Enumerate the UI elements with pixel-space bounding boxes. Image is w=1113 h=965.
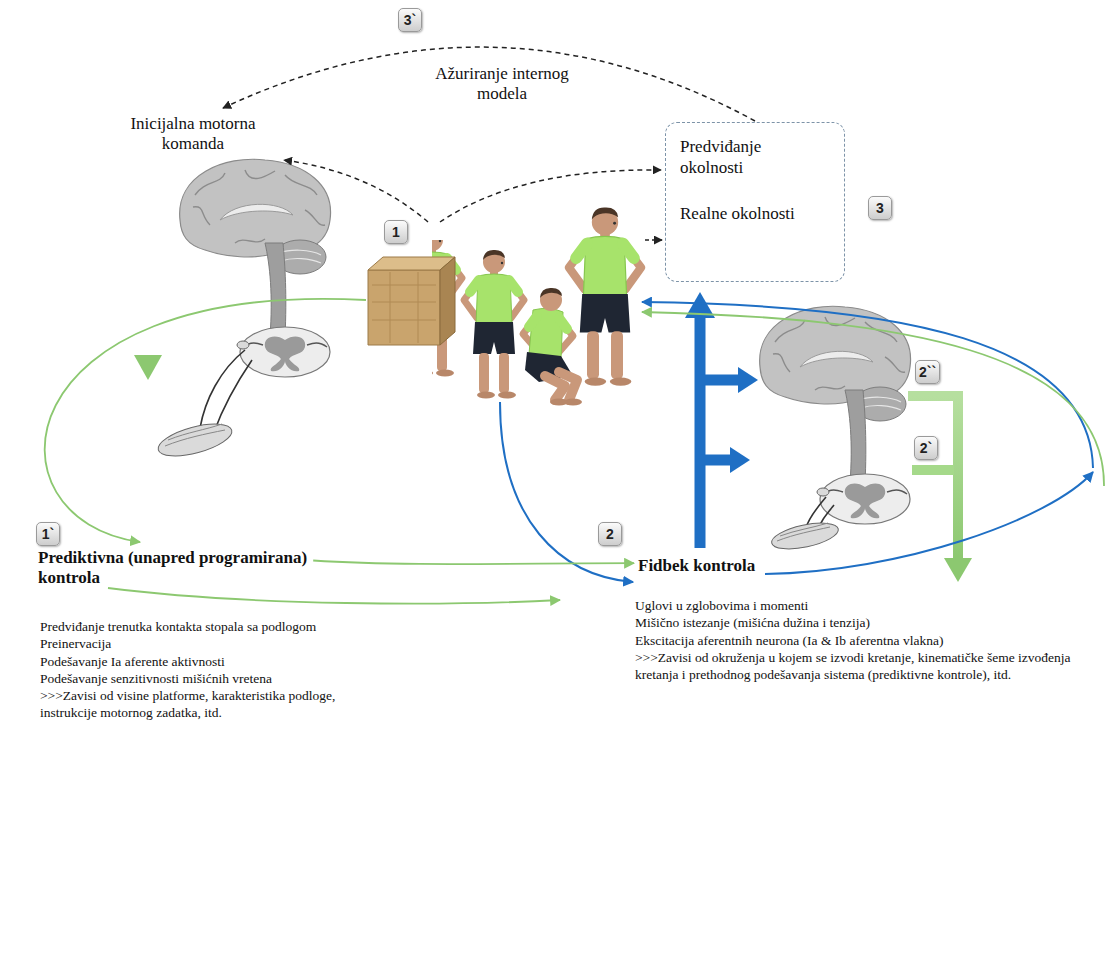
- node-text: Inicijalna motorna komanda: [112, 114, 274, 155]
- flow-curves: [765, 472, 1093, 574]
- thick-arrows: [134, 355, 162, 380]
- node-text: Predviđanje okolnosti: [680, 137, 805, 178]
- squat-figure: [540, 288, 562, 298]
- nerve-muscle: [200, 350, 245, 428]
- brain-figure: [760, 306, 911, 524]
- thick-arrows: [944, 558, 972, 582]
- note-list: Uglovi u zglobovima i momentiMišično ist…: [635, 597, 1097, 683]
- callout-number: 3`: [398, 8, 422, 32]
- flow-curves: [642, 302, 1093, 468]
- flow-curves: [45, 160, 1104, 604]
- note-text: >>>Zavisi od okruženja u kojem se izvodi…: [635, 649, 1097, 684]
- thick-arrows: [134, 250, 972, 582]
- platform-box: [440, 257, 455, 345]
- flow-connector: [223, 47, 755, 121]
- note-text: >>>Zavisi od visine platforme, karakteri…: [40, 687, 340, 722]
- brain-figure: [180, 159, 331, 377]
- callout-number: 2: [598, 522, 622, 546]
- note-text: Mišično istezanje (mišićna dužina i tenz…: [635, 614, 1097, 631]
- nerve-muscle: [155, 350, 252, 462]
- callout-number: 1: [384, 220, 408, 244]
- squat-figure: [559, 318, 567, 329]
- flow-curves: [108, 588, 560, 604]
- thick-arrows: [730, 447, 750, 473]
- command-text: Inicijalna motorna komanda: [108, 112, 278, 157]
- control-heading: Fidbek kontrola: [638, 556, 755, 576]
- flow-curves: [45, 299, 366, 542]
- thick-arrows: [142, 250, 155, 356]
- nerve-muscle: [165, 424, 225, 446]
- flow-connector: [313, 561, 634, 565]
- person-figure: [464, 250, 524, 399]
- squat-figure: [545, 376, 565, 400]
- squat-figure: [523, 288, 582, 406]
- thick-arrows: [700, 455, 732, 466]
- nerve-muscle: [155, 418, 235, 463]
- flow-curves: [645, 239, 662, 241]
- flow-curves: [642, 312, 1104, 486]
- platform-box: [368, 270, 440, 345]
- edge-label: Ažuriranje internog modela: [425, 64, 579, 105]
- callout-number: 2``: [915, 360, 940, 384]
- squat-figure: [550, 399, 568, 406]
- flow-curves: [440, 170, 661, 222]
- node-text: Fidbek kontrola: [638, 556, 755, 576]
- nerve-muscle: [769, 518, 840, 554]
- nerve-muscle: [769, 497, 840, 554]
- thick-arrows: [695, 316, 706, 548]
- prediction-box: Predviđanje okolnostiRealne okolnosti: [665, 122, 845, 282]
- nerve-muscle: [777, 523, 830, 541]
- jumper-figures: [368, 208, 641, 406]
- callout-number: 1`: [36, 522, 60, 546]
- nerve-muscle: [214, 360, 252, 432]
- note-text: Predviđanje trenutka kontakta stopala sa…: [40, 618, 340, 635]
- platform-box: [372, 272, 436, 343]
- callout-number: 3: [868, 196, 892, 220]
- node-text: Realne okolnosti: [680, 204, 805, 225]
- note-text: Podešavanje senzitivnosti mišićnih vrete…: [40, 670, 340, 687]
- note-text: Preinervacija: [40, 635, 340, 652]
- thick-arrows: [908, 396, 958, 560]
- squat-figure: [529, 316, 537, 327]
- flow-curves: [284, 160, 428, 222]
- flow-curves: [500, 402, 633, 582]
- note-text: Podešavanje Ia aferente aktivnosti: [40, 653, 340, 670]
- note-text: Ekscitacija aferentnih neurona (Ia & Ib …: [635, 632, 1097, 649]
- person-figure: [569, 208, 641, 386]
- note-list: Predviđanje trenutka kontakta stopala sa…: [40, 618, 340, 722]
- thick-arrows: [700, 375, 740, 386]
- callout-number: 2`: [914, 436, 938, 460]
- node-text: Prediktivna (unapred programirana) kontr…: [38, 548, 338, 589]
- thick-arrows: [912, 465, 954, 475]
- note-text: Uglovi u zglobovima i momenti: [635, 597, 1097, 614]
- platform-box: [368, 257, 455, 345]
- control-heading: Prediktivna (unapred programirana) kontr…: [38, 548, 338, 589]
- thick-arrows: [738, 367, 758, 393]
